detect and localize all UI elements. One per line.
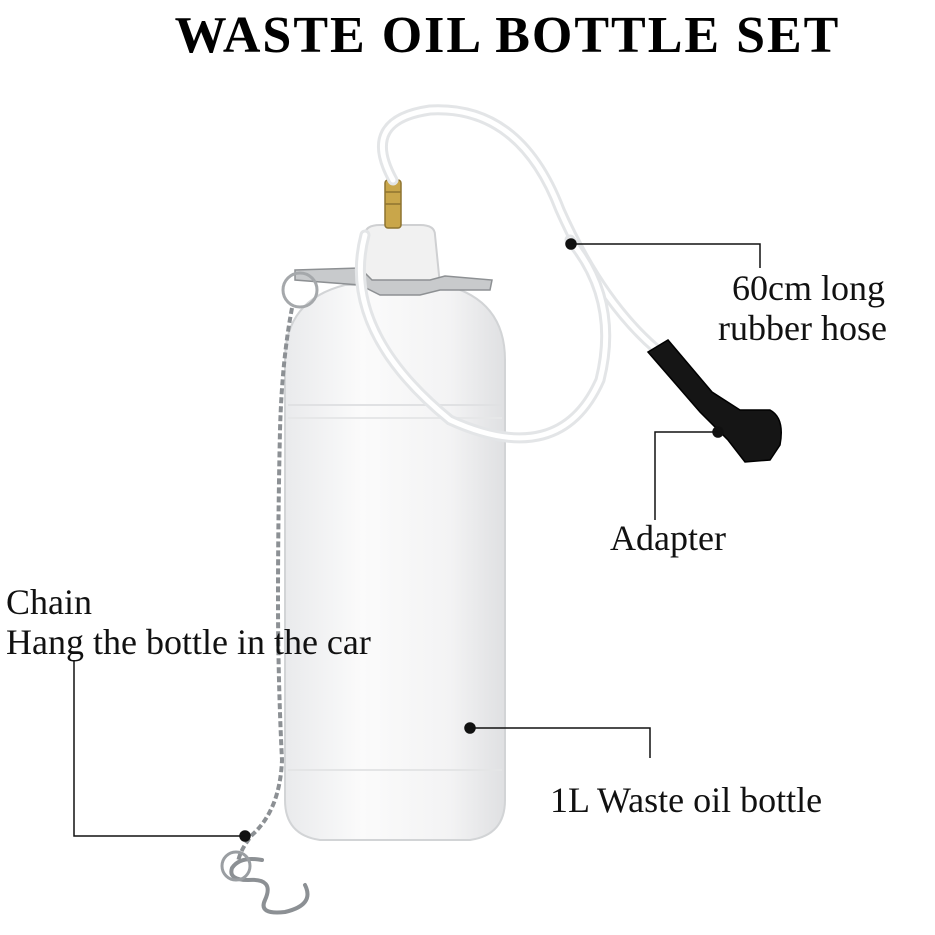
- bottle-cap: [358, 224, 442, 286]
- bottle-label: 1L Waste oil bottle: [550, 780, 823, 820]
- adapter-connector: [646, 339, 782, 463]
- chain-label-line1: Chain: [6, 582, 92, 622]
- chain-label-line2: Hang the bottle in the car: [6, 622, 371, 662]
- chain: [236, 307, 294, 863]
- bracket-ring: [281, 271, 319, 309]
- adapter-label: Adapter: [610, 518, 726, 558]
- hose-label-line2: rubber hose: [718, 308, 887, 348]
- s-hook: [229, 857, 310, 915]
- leader-lines: [73, 238, 761, 842]
- hose-label-line1: 60cm long: [732, 268, 885, 308]
- product-title: WASTE OIL BOTTLE SET: [174, 7, 841, 64]
